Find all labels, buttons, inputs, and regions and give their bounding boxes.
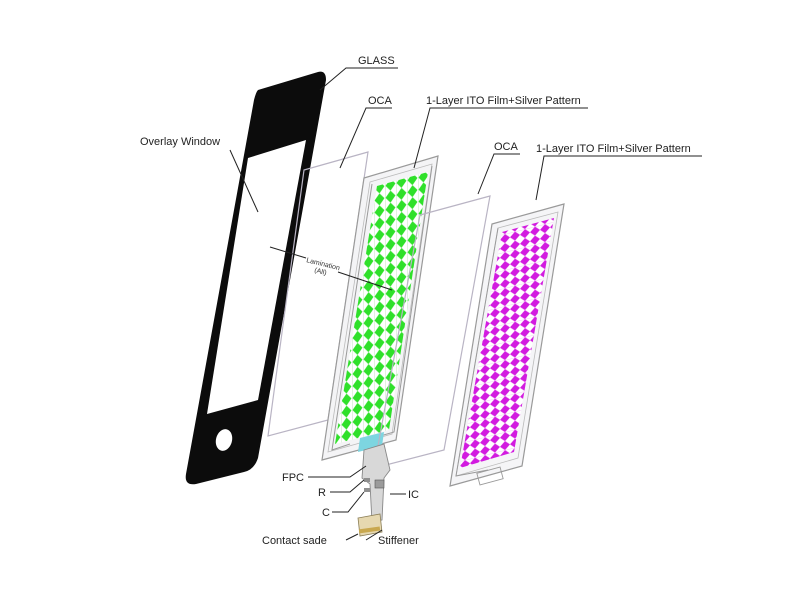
- contact-side-leader: [345, 533, 359, 541]
- labels: GLASS OCA 1-Layer ITO Film+Silver Patter…: [140, 55, 691, 547]
- capacitor: [364, 488, 370, 492]
- fpc-assembly: [357, 443, 391, 537]
- r-leader: [330, 479, 365, 493]
- green-electrode-pattern: [335, 172, 428, 444]
- label-glass: GLASS: [358, 55, 395, 67]
- overlay-window-leader: [229, 149, 259, 213]
- label-r: R: [318, 487, 326, 499]
- overlay-window-area: [207, 140, 306, 414]
- label-contact-side: Contact sade: [262, 535, 327, 547]
- ito-front-leader: [413, 107, 588, 169]
- lamination-arrow-right: [337, 271, 393, 291]
- label-oca-rear: OCA: [494, 141, 519, 153]
- label-ito-front: 1-Layer ITO Film+Silver Pattern: [426, 95, 581, 107]
- silver-trace-right: [379, 165, 433, 437]
- silver-trace-rear: [455, 227, 499, 477]
- leader-lines: [229, 67, 702, 541]
- oca-front-leader: [339, 107, 392, 169]
- ito-rear-tail: [476, 466, 504, 486]
- label-oca-front: OCA: [368, 95, 393, 107]
- stiffener-leader: [365, 529, 383, 541]
- label-ic: IC: [408, 489, 419, 501]
- glass-layer: [185, 71, 326, 485]
- label-fpc: FPC: [282, 472, 304, 484]
- magenta-electrode-pattern: [460, 218, 554, 468]
- ic-chip: [374, 479, 385, 489]
- resistor: [364, 478, 370, 482]
- label-stiffener: Stiffener: [378, 535, 419, 547]
- silver-trace-left: [331, 183, 373, 451]
- label-ito-rear: 1-Layer ITO Film+Silver Pattern: [536, 143, 691, 155]
- oca-rear-leader: [477, 153, 520, 195]
- c-leader: [332, 491, 365, 513]
- label-overlay-window: Overlay Window: [140, 136, 220, 148]
- ito-film-front: [321, 155, 439, 461]
- ito-rear-leader: [535, 155, 702, 201]
- lamination-arrow-left: [269, 246, 307, 259]
- home-button-hole: [215, 429, 233, 451]
- fpc-leader: [308, 465, 367, 478]
- ito-front-inner-border: [327, 163, 433, 453]
- ito-film-rear: [449, 203, 565, 487]
- glass-leader: [319, 67, 398, 91]
- label-c: C: [322, 507, 330, 519]
- contact-pads: [358, 526, 381, 534]
- label-lamination-all: (All): [314, 267, 328, 277]
- oca-rear-sheet: [373, 195, 491, 469]
